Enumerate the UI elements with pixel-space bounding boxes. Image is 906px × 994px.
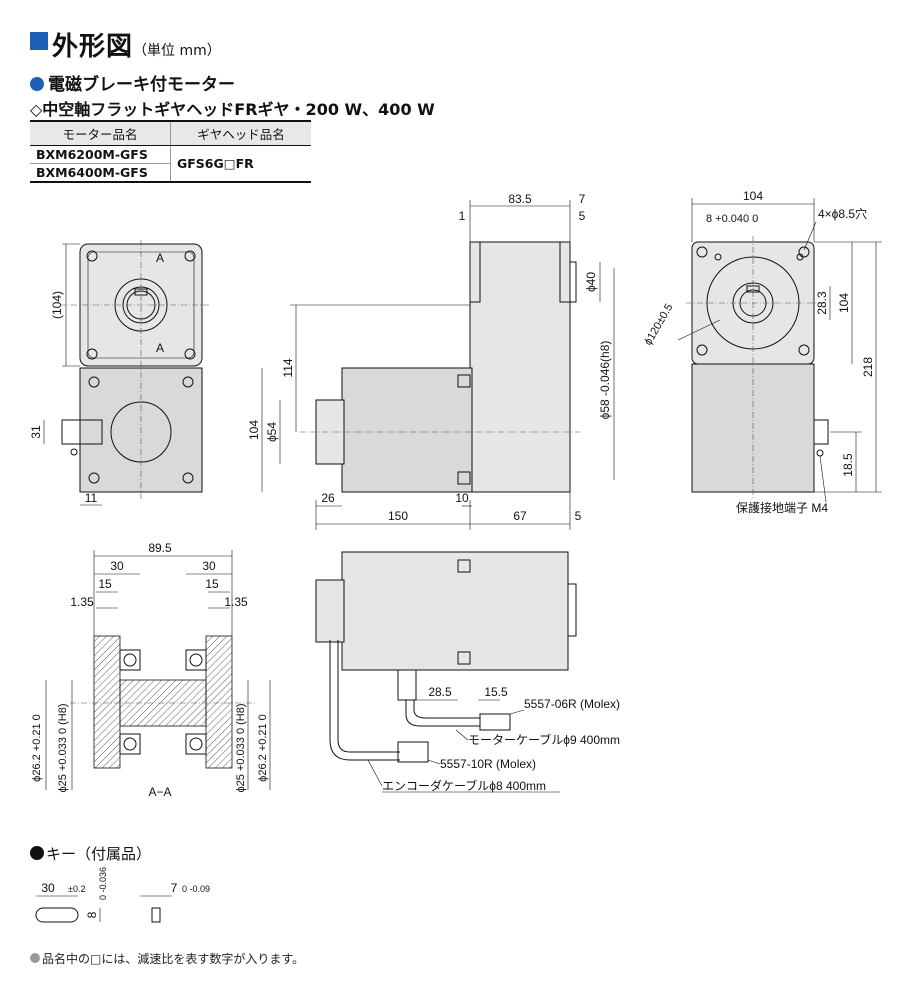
key-tol-8: 0 -0.036 (98, 867, 108, 900)
dim-28-5: 28.5 (428, 685, 452, 699)
motor-model-2: BXM6400M-GFS (30, 163, 171, 183)
dim-218: 218 (861, 357, 875, 377)
dim-5-top: 5 (579, 209, 586, 223)
section-mark-a-top: A (156, 251, 164, 265)
gearhead-model-header: ギヤヘッド品名 (170, 120, 311, 146)
dim-28-3: 28.3 (815, 291, 829, 315)
model-table: モーター品名 ギヤヘッド品名 BXM6200M-GFS GFS6G□FR BXM… (30, 120, 311, 183)
dim-83-5: 83.5 (508, 192, 532, 206)
key-dim-8: 8 (85, 911, 99, 918)
dim-15-5: 15.5 (484, 685, 508, 699)
motor-model-1: BXM6200M-GFS (30, 145, 171, 164)
bottom-view: 28.5 15.5 5557-06R (Molex) モーターケーブルϕ9 40… (315, 551, 620, 793)
dim-10: 10 (455, 491, 469, 505)
ground-terminal-label: 保護接地端子 M4 (736, 500, 828, 515)
key-tol-30: ±0.2 (68, 884, 85, 894)
dim-67: 67 (513, 509, 527, 523)
key-drawing: 30 ±0.2 8 0 -0.036 7 0 -0.09 (35, 867, 210, 923)
key-dim-7: 7 (171, 881, 178, 895)
motor-model-header: モーター品名 (30, 120, 171, 146)
dim-phi26-right: ϕ26.2 +0.21 0 (257, 714, 269, 782)
rear-view: 104 8 +0.040 0 4×ϕ8.5穴 28.3 104 ϕ120±0.5… (642, 189, 882, 515)
dim-phi120: ϕ120±0.5 (642, 302, 675, 348)
dim-104-front: (104) (50, 291, 64, 319)
dim-150: 150 (388, 509, 408, 523)
dim-104-side: 104 (247, 420, 261, 440)
unit-label: （単位 mm） (133, 43, 221, 59)
dim-5-bottom: 5 (575, 509, 582, 523)
dim-1-35-right: 1.35 (224, 595, 248, 609)
dim-18-5: 18.5 (841, 453, 855, 477)
dim-114: 114 (281, 358, 295, 377)
title-square-icon (30, 32, 48, 50)
dim-30-right: 30 (202, 559, 216, 573)
dim-phi54: ϕ54 (265, 422, 279, 442)
encoder-cable-label: エンコーダケーブルϕ8 400mm (382, 778, 546, 793)
dim-89-5: 89.5 (148, 541, 172, 555)
dim-104-rear-v: 104 (837, 293, 851, 313)
motor-connector-label: 5557-06R (Molex) (524, 697, 620, 711)
section-label: A−A (148, 785, 171, 799)
dim-phi25-right: ϕ25 +0.033 0 (H8) (235, 703, 247, 792)
dim-104-rear: 104 (743, 189, 763, 203)
dim-holes: 4×ϕ8.5穴 (818, 206, 867, 221)
gearhead-model: GFS6G□FR (170, 145, 311, 183)
side-view: 83.5 7 1 5 ϕ40 ϕ58 -0.046(h8) 114 104 ϕ5… (247, 192, 615, 530)
key-tol-7: 0 -0.09 (182, 884, 210, 894)
gray-bullet-icon (30, 953, 40, 963)
key-dim-30: 30 (41, 881, 55, 895)
bullet-icon (30, 77, 44, 91)
motor-heading: 電磁ブレーキ付モーター (30, 70, 235, 95)
dim-phi58: ϕ58 -0.046(h8) (598, 341, 612, 420)
page-title: 外形図（単位 mm） (52, 32, 221, 62)
gearhead-heading: ◇中空軸フラットギヤヘッドFRギヤ・200 W、400 W (30, 100, 435, 119)
encoder-connector-label: 5557-10R (Molex) (440, 757, 536, 771)
dim-30-left: 30 (110, 559, 124, 573)
dim-1: 1 (459, 209, 466, 223)
dim-7: 7 (579, 192, 586, 206)
dim-phi26-left: ϕ26.2 +0.21 0 (31, 714, 43, 782)
dim-15-right: 15 (205, 577, 219, 591)
footnote: 品名中の□には、減速比を表す数字が入ります。 (30, 950, 304, 967)
dim-15-left: 15 (98, 577, 112, 591)
dim-1-35-left: 1.35 (70, 595, 94, 609)
dim-31: 31 (29, 425, 43, 439)
front-view: (104) A A 31 11 (29, 240, 210, 506)
dim-8-tol: 8 +0.040 0 (706, 213, 758, 225)
dim-26: 26 (321, 491, 335, 505)
section-mark-a-bottom: A (156, 341, 164, 355)
dim-11: 11 (85, 491, 98, 505)
section-aa-view: 89.5 30 30 15 15 1.35 1.35 ϕ26.2 +0.21 0… (31, 541, 271, 799)
key-heading: キー（付属品） (30, 843, 151, 864)
dim-phi25-left: ϕ25 +0.033 0 (H8) (57, 703, 69, 792)
dim-phi40: ϕ40 (584, 272, 598, 292)
black-bullet-icon (30, 846, 44, 860)
motor-cable-label: モーターケーブルϕ9 400mm (468, 732, 620, 747)
